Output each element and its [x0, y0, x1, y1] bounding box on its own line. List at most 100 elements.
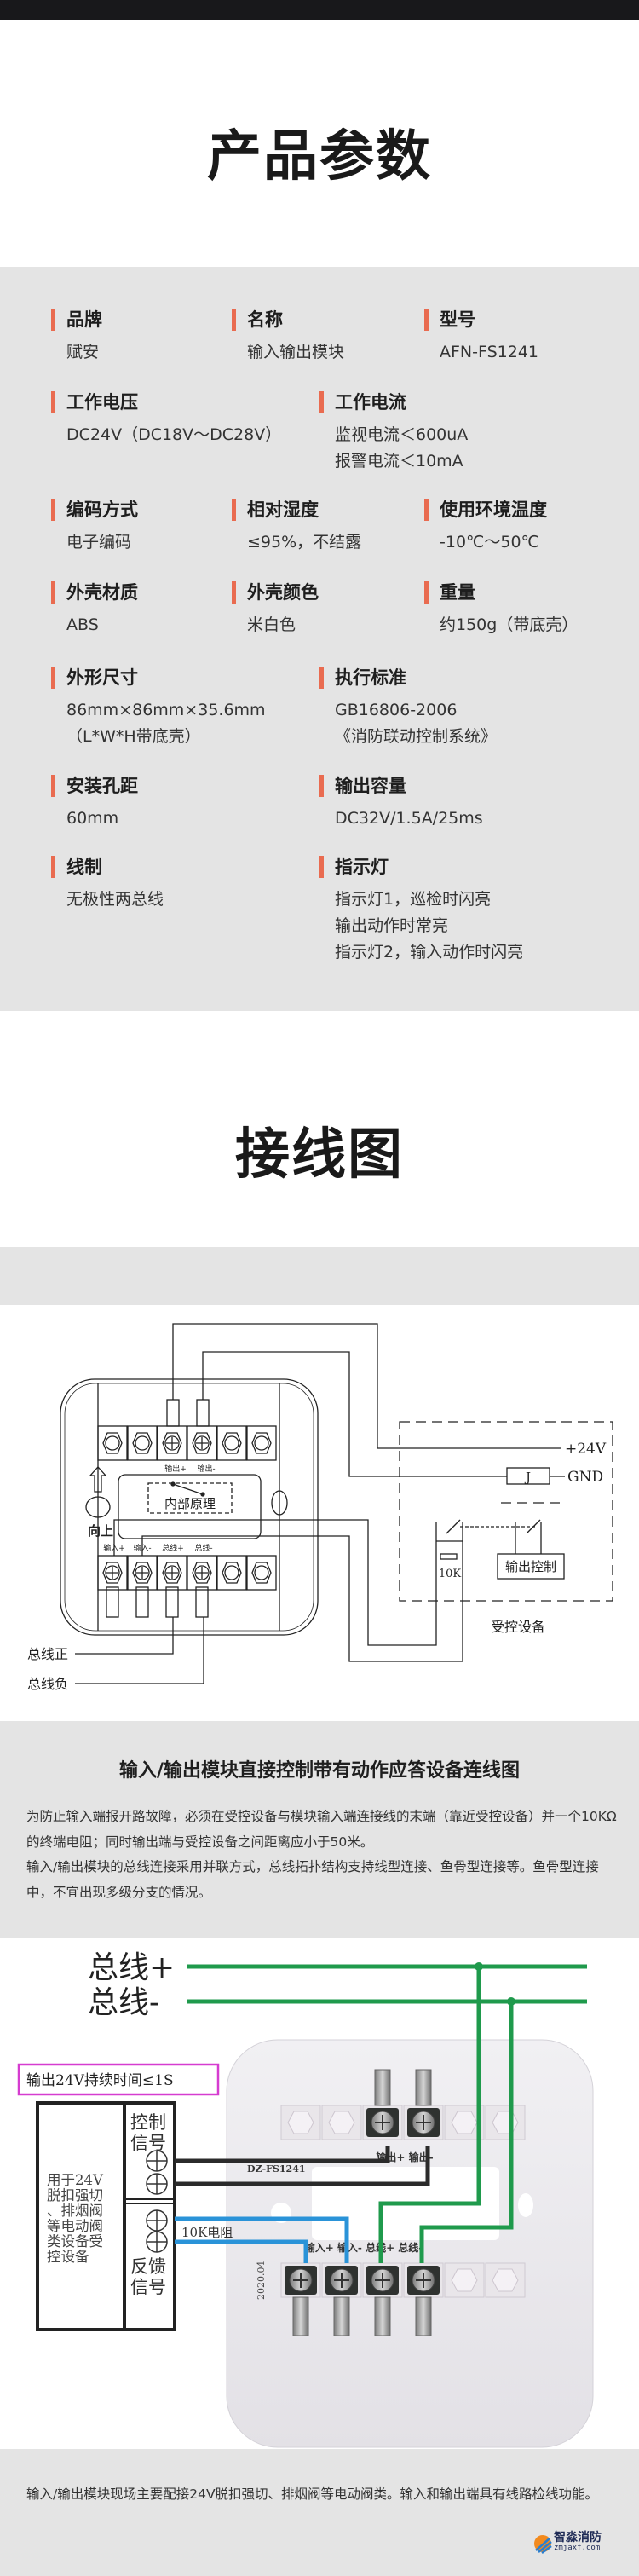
control-signal-label: 信号: [130, 2133, 166, 2153]
screw-icon: [416, 2115, 431, 2130]
screw-icon: [106, 1567, 118, 1579]
mount-hole: [85, 1496, 111, 1518]
connection-panel: [0, 1721, 639, 1938]
accent-bar: [232, 581, 236, 604]
param-value: ≤95%，不结露: [247, 533, 362, 552]
terminal: [187, 1555, 217, 1618]
accent-bar: [320, 856, 324, 878]
connection-paragraph-2: 输入/输出模块的总线连接采用并联方式，总线拓扑结构支持线型连接、鱼骨型连接等。鱼…: [26, 1859, 599, 1900]
mount-hole: [271, 1490, 288, 1516]
param-label: 型号: [440, 309, 475, 330]
module-outline: [60, 1378, 319, 1636]
top-bar: [0, 0, 639, 20]
accent-bar: [51, 309, 55, 331]
photo-terminal: [321, 2262, 362, 2336]
wire-bus-positive: [75, 1617, 174, 1655]
label-bus-plus: 总线+: [162, 1543, 184, 1553]
accent-bar: [51, 775, 55, 797]
param-label: 外壳颜色: [247, 582, 319, 603]
screw-icon: [166, 1437, 178, 1449]
accent-bar: [424, 309, 429, 331]
metal-clip: [415, 2069, 432, 2106]
connection-title: 输入/输出模块直接控制带有动作应答设备连线图: [118, 1760, 521, 1782]
footer-panel: [0, 2449, 639, 2576]
device-desc-line: 用于24V: [47, 2172, 104, 2188]
photo-terminal: [444, 2262, 485, 2298]
metal-clip: [374, 2069, 391, 2106]
wiring-diagram: 输出+ 输出- 内部原理 向上 输入+ 输入- 总线+ 总线- J +24V G…: [27, 1323, 613, 1692]
bottom-clip: [165, 1586, 179, 1618]
device-desc-line: 类设备受: [47, 2233, 103, 2250]
accent-bar: [51, 499, 55, 521]
photo-terminal: [321, 2105, 362, 2140]
wire-bus-negative: [75, 1617, 204, 1684]
param-label: 外壳材质: [66, 582, 138, 603]
terminal: [157, 1555, 187, 1618]
photo-date-label: 2020.04: [256, 2261, 267, 2301]
bottom-clip: [106, 1586, 119, 1618]
param-label: 输出容量: [335, 776, 406, 796]
top-clip: [166, 1399, 180, 1427]
internal-label: 内部原理: [164, 1496, 216, 1511]
resistor-label: 10K电阻: [181, 2225, 233, 2240]
param-label: 使用环境温度: [440, 500, 547, 520]
control-signal-label: 控制: [130, 2112, 166, 2133]
device-desc-line: 等电动阀: [47, 2218, 103, 2234]
param-label: 外形尺寸: [66, 667, 138, 688]
label-out-minus: 输出-: [197, 1464, 215, 1474]
param-label: 工作电流: [335, 392, 406, 413]
logo-name: 智淼消防: [554, 2531, 602, 2544]
accent-bar: [51, 581, 55, 604]
top-clip: [196, 1399, 210, 1427]
feedback-wire: [175, 2216, 349, 2263]
params-title: 产品参数: [207, 125, 432, 188]
bus-minus-label: 总线-: [88, 1985, 159, 2020]
accent-bar: [51, 856, 55, 878]
up-label: 向上: [88, 1523, 113, 1539]
terminal: [127, 1555, 158, 1618]
terminal: [157, 1425, 187, 1461]
terminal: [97, 1425, 128, 1461]
terminal: [216, 1555, 247, 1591]
param-value: 米白色: [247, 615, 296, 634]
terminal: [246, 1555, 277, 1591]
screw-icon: [136, 1567, 148, 1579]
param-value: 监视电流＜600uA: [335, 425, 469, 444]
logo-domain: zmjaxf.com: [554, 2544, 601, 2552]
bus-minus-wire: [419, 2001, 514, 2263]
param-label: 名称: [247, 309, 283, 330]
terminal: [97, 1555, 128, 1618]
terminal: [187, 1425, 217, 1461]
param-label: 相对湿度: [247, 500, 319, 520]
param-value: DC32V/1.5A/25ms: [335, 809, 483, 828]
screw-icon: [375, 2115, 390, 2130]
accent-bar: [424, 499, 429, 521]
param-value: -10℃～50℃: [440, 533, 539, 552]
wiring-title: 接线图: [235, 1123, 404, 1187]
photo-out-labels: 输出+ 输出-: [376, 2151, 433, 2163]
internal-box: [147, 1482, 233, 1514]
terminal: [216, 1425, 247, 1461]
accent-bar: [320, 775, 324, 797]
photo-terminal: [280, 2262, 321, 2336]
param-label: 工作电压: [66, 392, 138, 413]
screw-icon: [196, 1437, 208, 1449]
v24-label: +24V: [565, 1441, 607, 1458]
gnd-label: GND: [567, 1469, 603, 1486]
accent-bar: [51, 391, 55, 413]
param-value: AFN-FS1241: [440, 343, 539, 361]
label-bus-minus: 总线-: [194, 1543, 212, 1553]
param-label: 安装孔距: [66, 776, 138, 796]
resistor-label: 10K: [439, 1568, 462, 1580]
metal-clip: [333, 2296, 350, 2336]
param-value: 86mm×86mm×35.6mm: [66, 701, 266, 719]
param-value: 报警电流＜10mA: [335, 452, 463, 471]
param-value: 输出动作时常亮: [335, 916, 449, 935]
controlled-device-box: [399, 1421, 613, 1602]
accent-bar: [232, 499, 236, 521]
control-wire: [175, 2146, 430, 2186]
param-value: 指示灯2，输入动作时闪亮: [335, 943, 524, 962]
output-control-box: [497, 1553, 565, 1580]
screw-icon: [334, 2273, 349, 2288]
